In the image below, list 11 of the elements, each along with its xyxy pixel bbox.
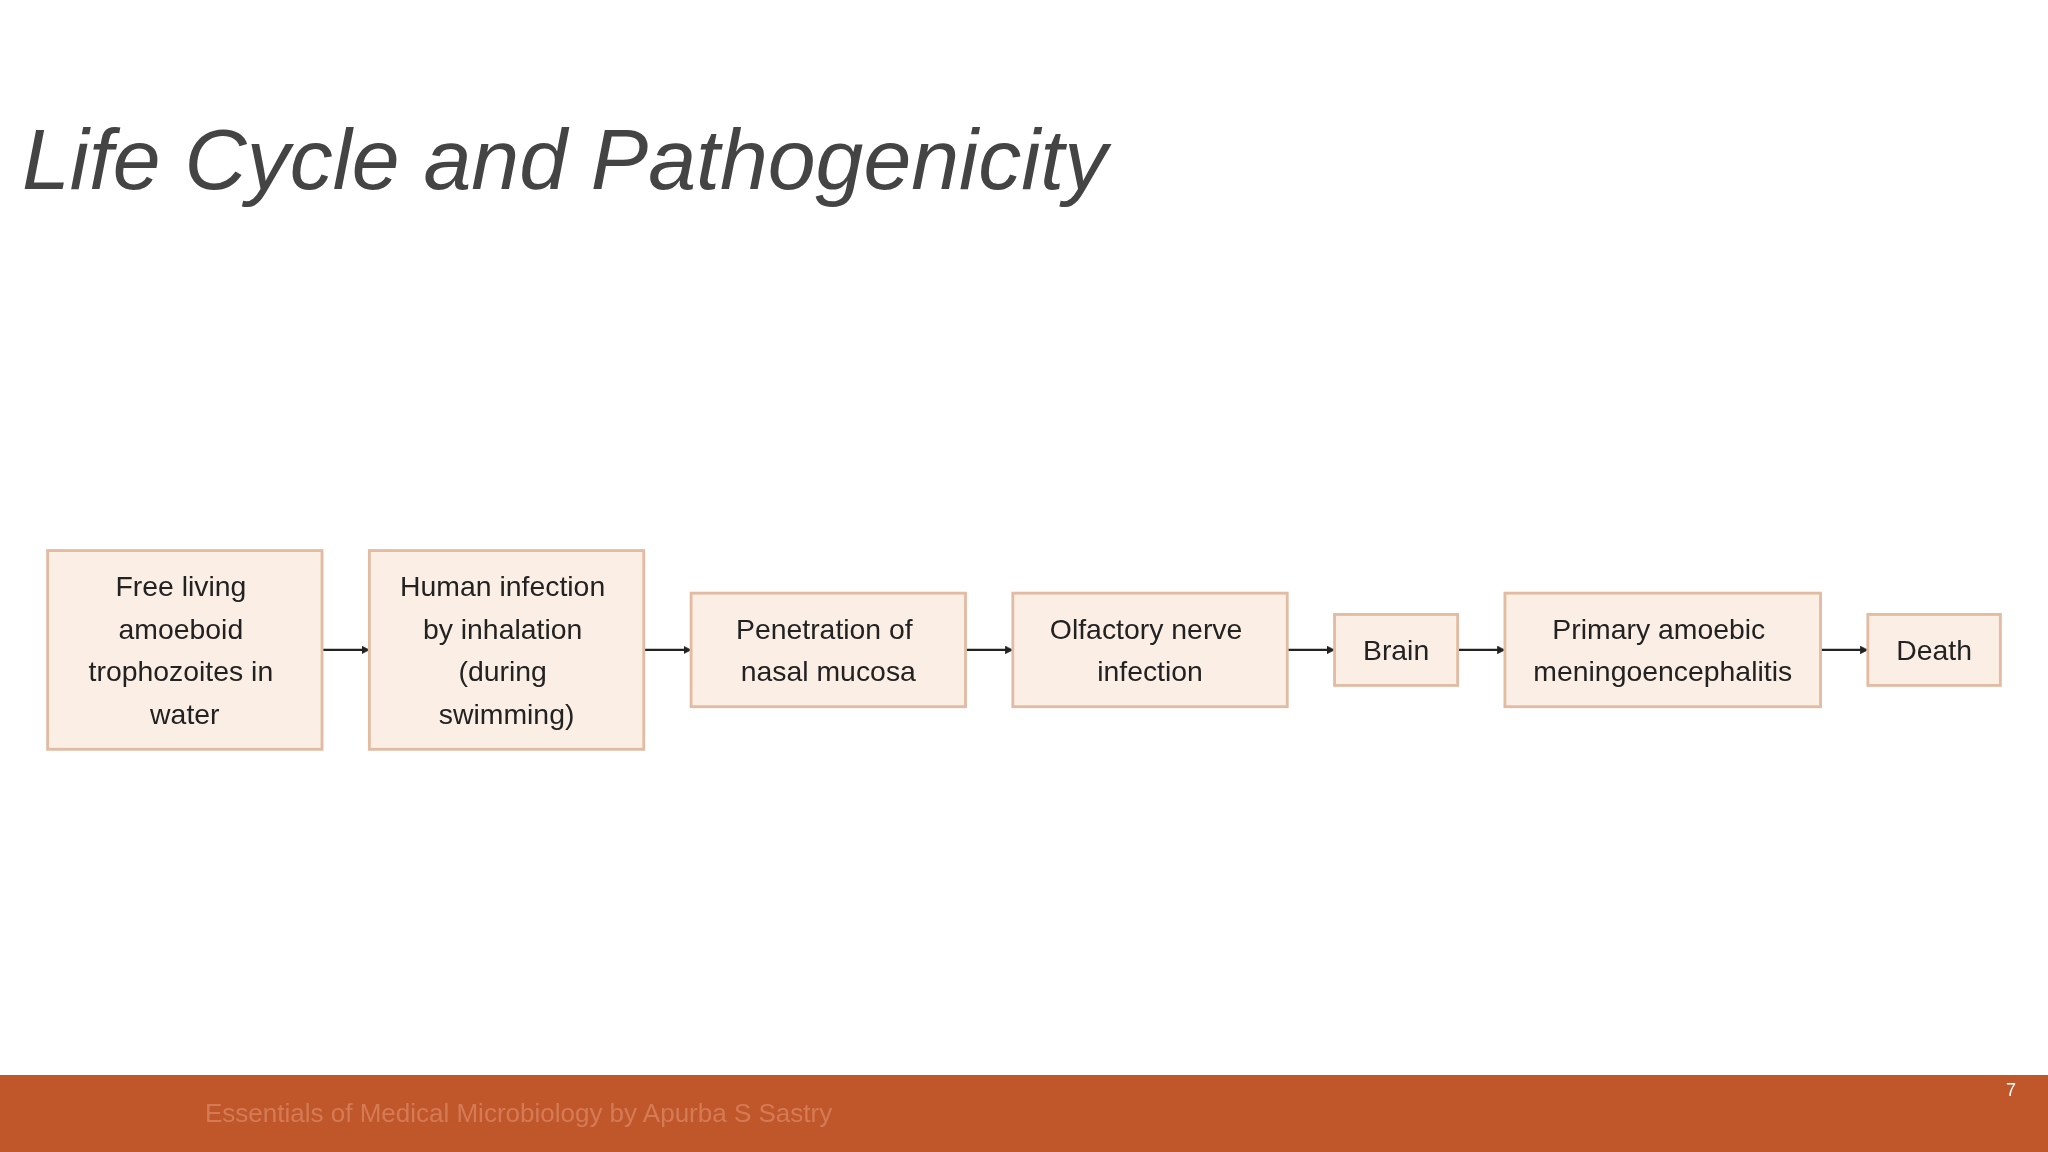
arrow: [1287, 645, 1335, 655]
node-box: Human infection by inhalation (during swimming): [367, 549, 646, 751]
node-box: Penetration of nasal mucosa: [689, 591, 967, 709]
node-box: Free living amoeboid trophozoites in water: [46, 549, 324, 751]
page-number: 7: [2006, 1080, 2016, 1101]
node-box: Brain: [1333, 613, 1460, 687]
arrow: [643, 645, 692, 655]
node-box: Primary amoebic meningoencephalitis: [1503, 591, 1822, 709]
node-box: Olfactory nerve infection: [1011, 591, 1289, 709]
arrow: [322, 645, 370, 655]
node-box: Death: [1866, 613, 2002, 687]
